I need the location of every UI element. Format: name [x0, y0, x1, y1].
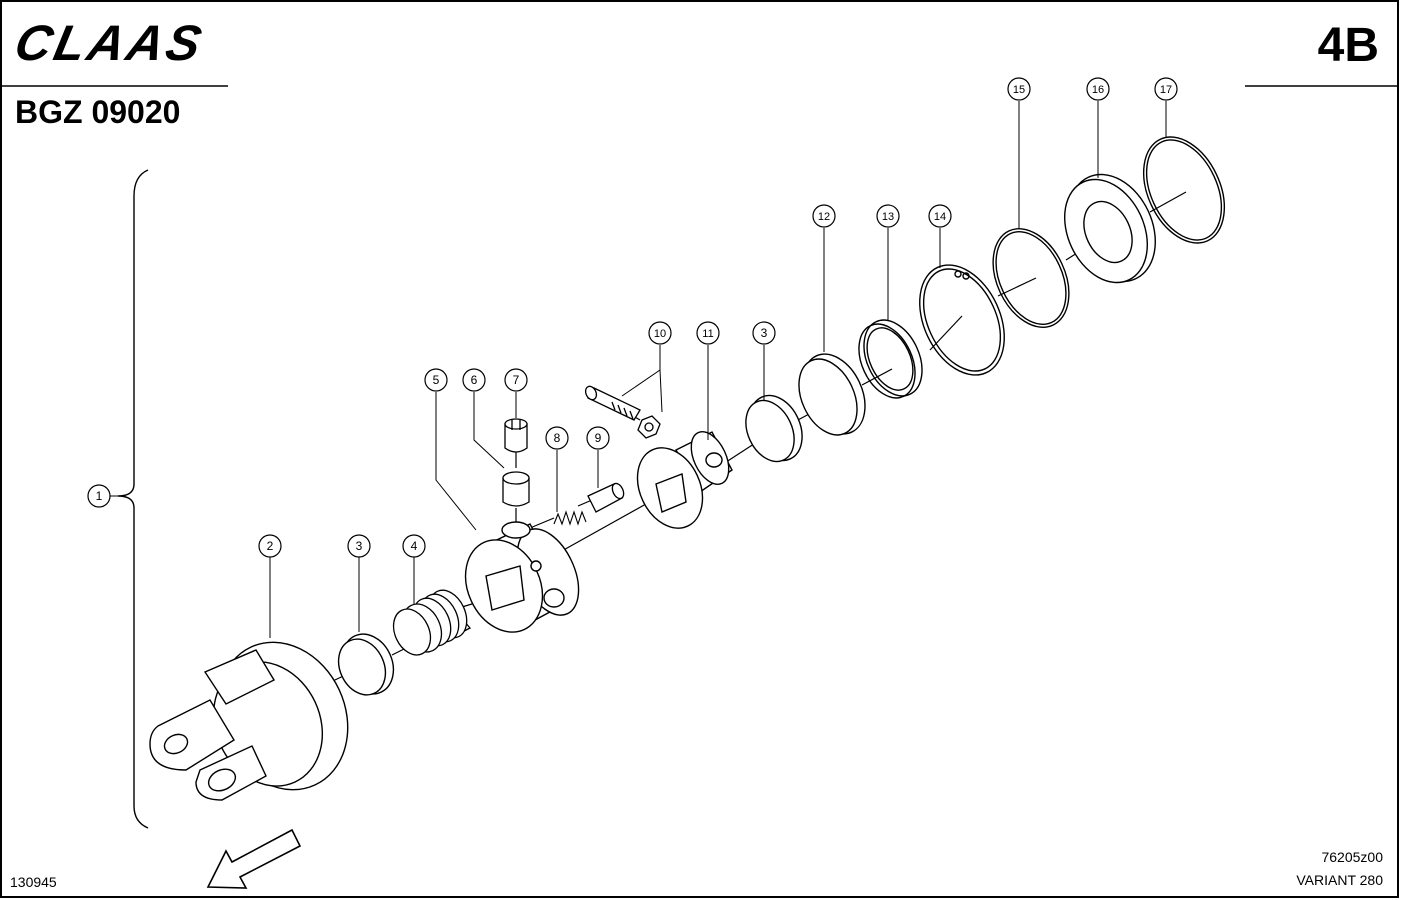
part-o-ring	[992, 228, 1070, 328]
callout-label-15: 14	[934, 211, 946, 223]
part-yoke-housing	[149, 641, 349, 801]
callout-label-11: 11	[702, 328, 713, 340]
callout-label-8: 8	[554, 431, 561, 445]
callout-circle-10	[648, 321, 672, 345]
part-disc-right	[745, 394, 803, 463]
part-ring-17	[1142, 136, 1226, 244]
part-spring	[553, 510, 587, 526]
leader-lines	[269, 101, 1167, 638]
part-disc-left	[337, 633, 395, 696]
callout-label-3: 3	[356, 539, 363, 553]
assembly-bracket	[117, 169, 149, 829]
page-label: 4B	[1317, 19, 1379, 72]
claas-logo: CLAAS	[10, 15, 210, 71]
callout-circle-4	[402, 534, 426, 558]
variant-label: VARIANT 280	[1296, 872, 1383, 888]
part-cup-ring	[798, 353, 866, 436]
callout-circle-8	[545, 426, 569, 450]
group-code: BGZ 09020	[15, 94, 181, 130]
part-sleeve	[502, 471, 530, 507]
callout-label-10: 10	[654, 328, 666, 340]
callout-circle-5	[424, 368, 448, 392]
callout-circle-13	[812, 204, 836, 228]
callout-circle-15	[928, 204, 952, 228]
callout-circle-11	[696, 321, 720, 345]
callout-circle-1	[87, 484, 111, 508]
part-circlip	[919, 264, 1005, 376]
callout-circle-9	[586, 426, 610, 450]
callout-label-7: 7	[513, 373, 520, 387]
part-plunger	[587, 482, 625, 513]
callout-label-17: 16	[1092, 84, 1104, 96]
callout-label-5: 5	[433, 373, 440, 387]
part-ring-13	[858, 319, 923, 399]
callout-label-18: 17	[1160, 84, 1172, 96]
callout-label-12: 3	[761, 326, 768, 340]
callout-label-2: 2	[267, 539, 274, 553]
callout-circle-7	[504, 368, 528, 392]
part-slotted-pin	[504, 418, 528, 453]
callout-label-6: 6	[471, 373, 478, 387]
callout-label-14: 13	[882, 211, 894, 223]
part-hub	[464, 521, 580, 633]
image-number: 130945	[10, 874, 57, 890]
callout-label-16: 15	[1013, 84, 1025, 96]
callout-circle-17	[1086, 77, 1110, 101]
callout-circle-16	[1007, 77, 1031, 101]
callout-label-13: 12	[818, 211, 830, 223]
callout-circle-12	[752, 321, 776, 345]
part-flange-shaft	[636, 431, 733, 529]
callout-label-9: 9	[595, 431, 602, 445]
drawing-number: 76205z00	[1321, 849, 1383, 865]
part-bolt-nut	[584, 385, 661, 439]
callout-label-1: 1	[96, 489, 103, 503]
direction-arrow	[206, 828, 302, 889]
callout-circle-18	[1154, 77, 1178, 101]
callout-label-4: 4	[411, 539, 418, 553]
callout-circle-14	[876, 204, 900, 228]
callout-circle-3	[347, 534, 371, 558]
part-piston	[392, 589, 472, 656]
callout-circle-6	[462, 368, 486, 392]
part-seal	[1063, 173, 1156, 284]
callout-circle-2	[258, 534, 282, 558]
